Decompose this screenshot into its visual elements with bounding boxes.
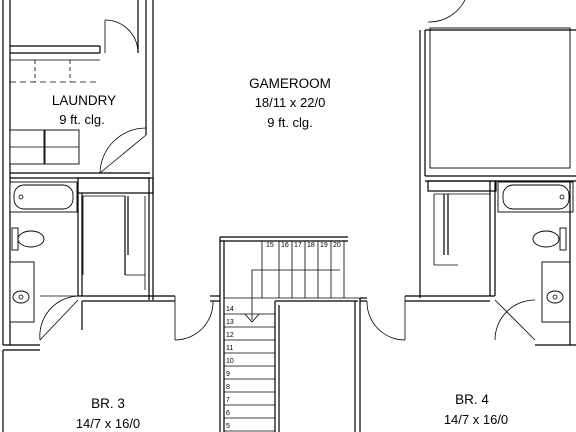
toilet [559, 227, 567, 251]
gameroom-name: GAMEROOM [249, 76, 331, 91]
staircase [219, 236, 361, 432]
right-bathroom [405, 175, 576, 346]
toilet [11, 227, 19, 251]
br3-size: 14/7 x 16/0 [76, 416, 140, 431]
step-number: 17 [294, 242, 302, 249]
step-number: 13 [226, 319, 234, 326]
step-number: 19 [320, 242, 328, 249]
laundry-room [2, 0, 154, 345]
step-number: 18 [307, 242, 315, 249]
gameroom-size: 18/11 x 22/0 [255, 95, 326, 110]
br4-size: 14/7 x 16/0 [444, 412, 508, 427]
br4-name: BR. 4 [455, 392, 489, 407]
step-number: 14 [226, 306, 234, 313]
step-number: 15 [266, 242, 274, 249]
br4-area [360, 296, 406, 341]
right-closet [419, 0, 576, 298]
sink [546, 290, 564, 304]
step-number: 6 [226, 410, 230, 417]
step-number: 12 [226, 332, 234, 339]
br3-area [2, 295, 220, 432]
step-number: 7 [226, 397, 230, 404]
step-number: 5 [226, 423, 230, 430]
step-number: 10 [226, 358, 234, 365]
sink [12, 290, 30, 304]
laundry-name: LAUNDRY [52, 93, 116, 108]
step-number: 9 [226, 371, 230, 378]
gameroom-ceiling: 9 ft. clg. [267, 115, 313, 130]
laundry-ceiling: 9 ft. clg. [59, 112, 105, 127]
step-number: 16 [281, 242, 289, 249]
step-number: 20 [333, 242, 341, 249]
left-bathroom [3, 177, 175, 351]
br3-name: BR. 3 [91, 396, 125, 411]
step-number: 11 [226, 345, 233, 352]
step-number: 8 [226, 384, 230, 391]
